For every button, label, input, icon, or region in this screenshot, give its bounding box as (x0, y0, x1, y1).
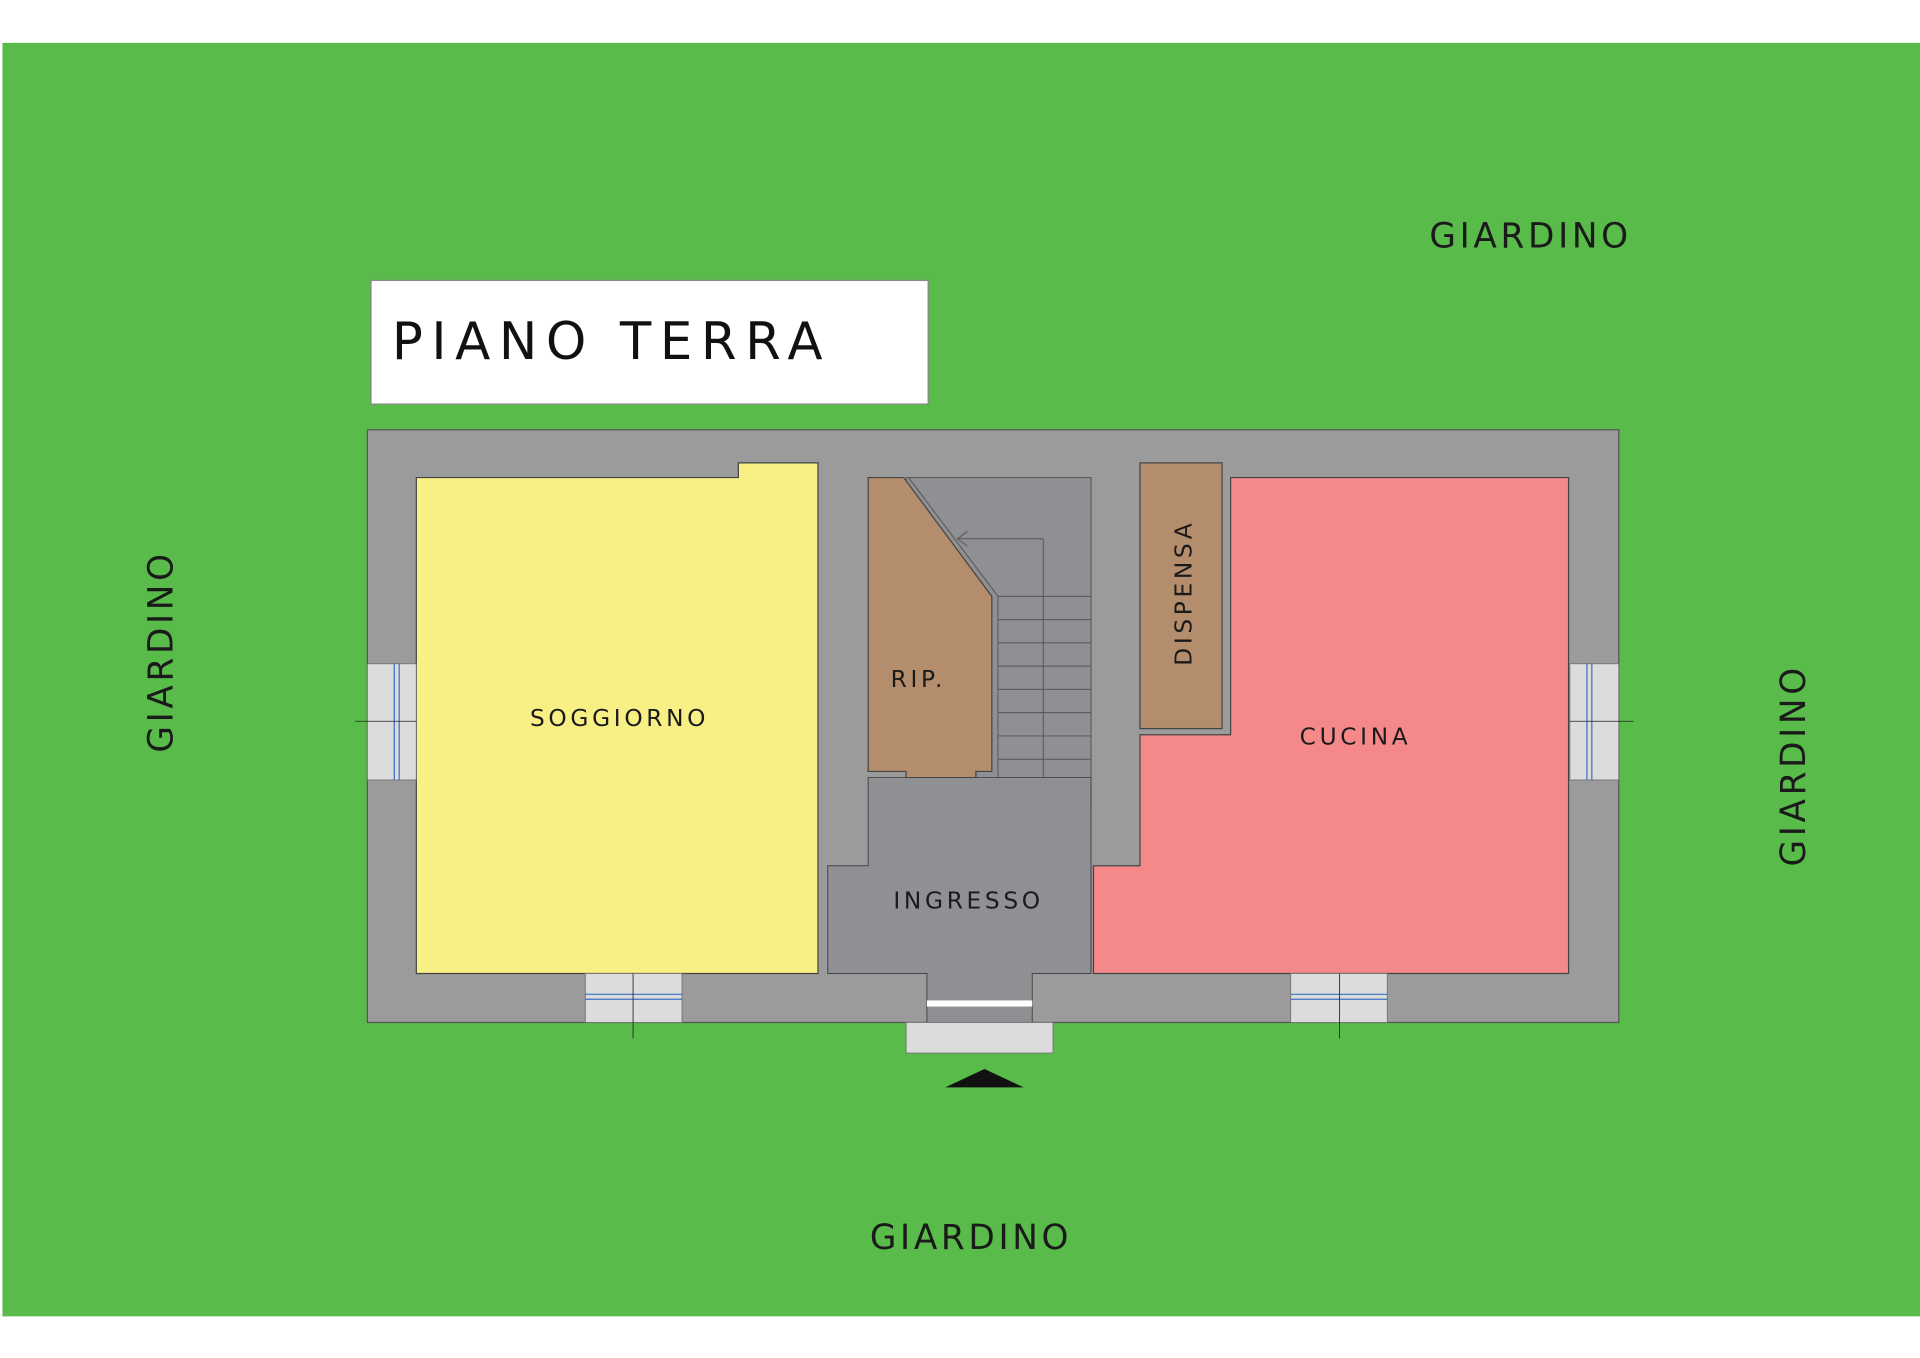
garden-label-top: GIARDINO (1429, 216, 1631, 256)
label-dispensa: DISPENSA (1170, 520, 1197, 666)
door-threshold (926, 1000, 1033, 1007)
room-ripostiglio (867, 476, 993, 779)
garden-label-bottom: GIARDINO (870, 1218, 1072, 1258)
label-soggiorno: SOGGIORNO (530, 705, 709, 732)
room-soggiorno (415, 462, 819, 975)
room-dispensa (1139, 462, 1223, 730)
plan-title: PIANO TERRA (392, 312, 831, 372)
building: SOGGIORNO RIP. DISPENSA CUCINA INGRESSO (355, 429, 1634, 1054)
garden-label-left: GIARDINO (142, 550, 182, 752)
axis-marks (355, 720, 1634, 1039)
window-right (1569, 663, 1620, 781)
window-left (366, 663, 417, 781)
garden-label-right: GIARDINO (1774, 664, 1814, 866)
window-bottom-right (1290, 973, 1388, 1023)
title-box: PIANO TERRA (370, 279, 929, 405)
room-cucina (1092, 476, 1570, 975)
label-cucina: CUCINA (1300, 724, 1412, 751)
windows (366, 663, 1620, 1023)
label-ingresso: INGRESSO (893, 888, 1043, 915)
label-ripostiglio: RIP. (891, 666, 947, 693)
window-glass-lines (393, 663, 1593, 1000)
entrance-arrow-icon (945, 1069, 1024, 1088)
window-bottom-left (584, 973, 683, 1023)
entrance-step (905, 1021, 1054, 1054)
stair-steps (908, 477, 1092, 809)
